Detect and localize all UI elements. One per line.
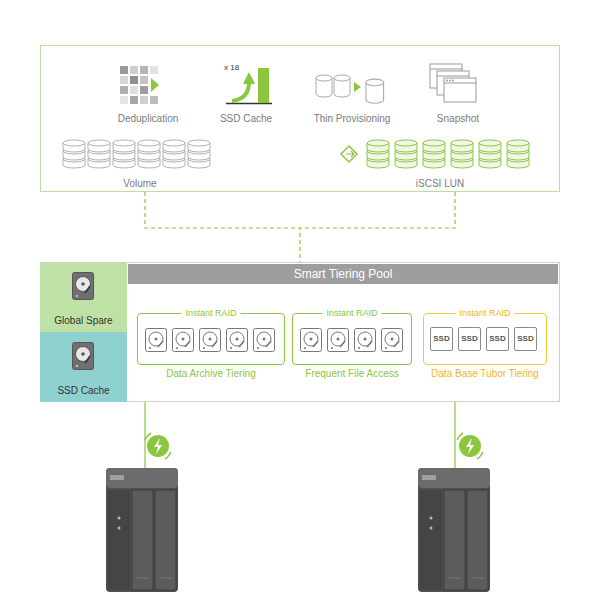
pool-side-cell: Global Spare (40, 262, 127, 332)
feature-item: SSD Cache (206, 60, 286, 124)
feature-item: Thin Provisioning (302, 60, 402, 124)
nas-illustration (106, 468, 178, 592)
ssd-drive: SSD (458, 327, 481, 351)
ssd-drive: SSD (430, 327, 453, 351)
thunderbolt-icon (457, 433, 483, 459)
feature-label: SSD Cache (196, 113, 296, 124)
thunderbolt-icon (145, 433, 171, 459)
ssd-label: SSD (487, 328, 508, 350)
pool-side-cell: SSD Cache (40, 332, 127, 402)
raid-group: Instant RAIDFrequent File Access (292, 313, 412, 365)
feature-label: Thin Provisioning (292, 113, 412, 124)
icon-note: x 18 (224, 63, 239, 72)
tier-label: Data Archive Tiering (123, 368, 299, 379)
raid-label: Instant RAID (181, 307, 240, 319)
tier-label: Frequent File Access (278, 368, 426, 379)
tier-label: Data Base Tubor Tiering (409, 368, 561, 379)
cable-connector (144, 402, 145, 468)
ssd-drive: SSD (486, 327, 509, 351)
ssd-label: SSD (515, 328, 536, 350)
nas-device (106, 468, 178, 592)
ssd-cache-drive-icon (73, 343, 94, 370)
feature-item: Deduplication (103, 60, 193, 124)
raid-label: Instant RAID (455, 307, 514, 319)
volume-disk-stacks (63, 140, 210, 168)
ssd-label: SSD (431, 328, 452, 350)
dashed-connector (145, 192, 300, 262)
cable-connector (454, 402, 455, 468)
raid-group: Instant RAIDData Base Tubor TieringSSDSS… (423, 313, 547, 365)
snapshot-icon (430, 64, 476, 102)
feature-label: Snapshot (408, 113, 508, 124)
nas-illustration (418, 468, 490, 592)
pool-cell-label: Global Spare (40, 315, 127, 326)
feature-label: Deduplication (93, 113, 203, 124)
pool-cell-label: SSD Cache (40, 385, 127, 396)
ssd-cache-icon (226, 68, 272, 104)
iscsi-lun-disk-stacks (341, 140, 529, 168)
feature-label: iSCSI LUN (325, 178, 555, 189)
thin-provisioning-icon (316, 75, 384, 103)
tiering-pool: Smart Tiering PoolGlobal SpareSSD Cache I… (40, 262, 560, 402)
feature-item: Snapshot (418, 60, 498, 124)
global-spare-drive-icon (73, 273, 94, 300)
feature-panel: DeduplicationSSD CacheThin ProvisioningS… (40, 45, 560, 192)
raid-label: Instant RAID (322, 307, 381, 319)
ssd-drive: SSD (514, 327, 537, 351)
dashed-branch-line (300, 192, 455, 228)
deduplication-icon (120, 66, 159, 104)
feature-item: Volume (55, 135, 225, 189)
feature-label: Volume (45, 178, 235, 189)
frequent-tier-drives (301, 329, 403, 352)
raid-group: Instant RAIDData Archive Tiering (137, 313, 285, 365)
pool-title: Smart Tiering Pool (128, 264, 558, 284)
archive-tier-drives (146, 329, 275, 352)
ssd-label: SSD (459, 328, 480, 350)
nas-device (418, 468, 490, 592)
feature-item: iSCSI LUN (335, 135, 545, 189)
